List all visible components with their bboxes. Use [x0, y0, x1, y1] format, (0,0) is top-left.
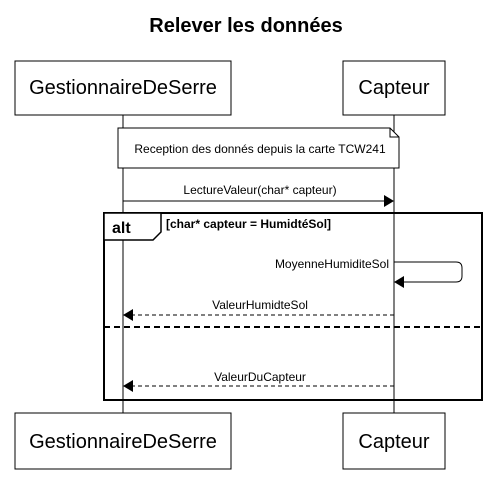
message-moyenne-label: MoyenneHumiditeSol	[275, 257, 389, 271]
actor-capteur-bottom: Capteur	[342, 412, 446, 470]
arrowhead	[123, 380, 133, 392]
arrowhead	[384, 195, 394, 207]
note: Reception des donnés depuis la carte TCW…	[117, 127, 400, 169]
actor-gestionnaire-bottom-label: GestionnaireDeSerre	[29, 431, 217, 453]
actor-capteur-bottom-label: Capteur	[358, 431, 429, 453]
message-valeur-capteur-label: ValeurDuCapteur	[214, 370, 306, 384]
message-valeur-humidite: ValeurHumidteSol	[123, 298, 394, 321]
alt-guard: [char* capteur = HumidtéSol]	[166, 217, 331, 231]
alt-frame: alt [char* capteur = HumidtéSol]	[103, 212, 483, 401]
message-lecture-valeur: LectureValeur(char* capteur)	[123, 183, 394, 207]
message-valeur-humidite-label: ValeurHumidteSol	[212, 298, 308, 312]
arrowhead	[394, 276, 404, 288]
actor-gestionnaire-bottom: GestionnaireDeSerre	[14, 412, 232, 470]
note-text: Reception des donnés depuis la carte TCW…	[134, 142, 386, 156]
message-valeur-capteur: ValeurDuCapteur	[123, 370, 394, 392]
actor-gestionnaire-top-label: GestionnaireDeSerre	[29, 77, 217, 99]
alt-keyword: alt	[112, 220, 131, 237]
actor-gestionnaire-top: GestionnaireDeSerre	[14, 60, 232, 116]
actor-capteur-top-label: Capteur	[358, 77, 429, 99]
diagram-title: Relever les données	[149, 15, 342, 37]
arrowhead	[123, 309, 133, 321]
message-moyenne-self: MoyenneHumiditeSol	[275, 257, 463, 288]
actor-capteur-top: Capteur	[342, 60, 446, 116]
message-lecture-label: LectureValeur(char* capteur)	[183, 183, 336, 197]
